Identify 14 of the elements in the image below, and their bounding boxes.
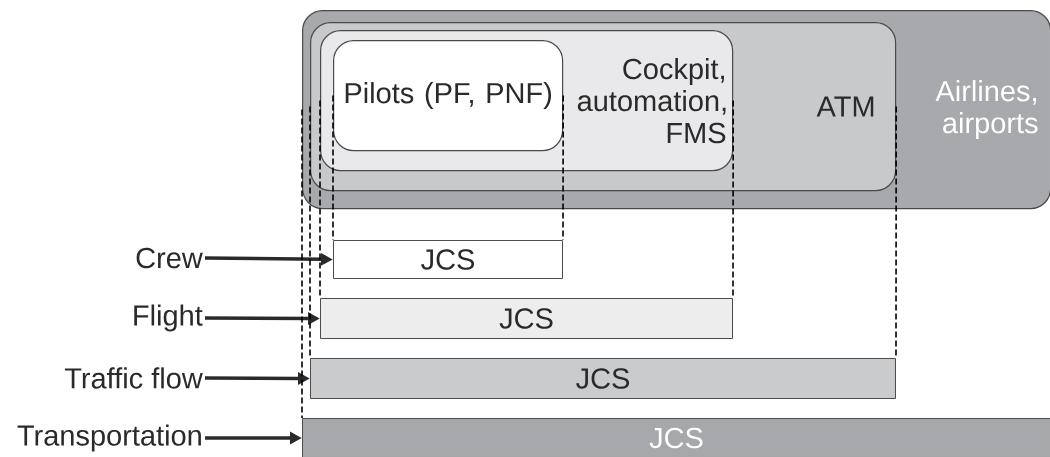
system-box: Pilots (PF, PNF) — [333, 40, 564, 152]
jcs-bar: JCS — [333, 240, 563, 279]
level-label: Traffic flow — [64, 367, 203, 389]
projection-line — [732, 99, 734, 299]
projection-line — [319, 99, 321, 299]
level-label: Flight — [134, 304, 203, 332]
jcs-bar: JCS — [320, 298, 733, 339]
level-label: Crew — [136, 247, 203, 269]
jcs-bar: JCS — [302, 418, 1050, 457]
jcs-bar: JCS — [310, 358, 896, 399]
projection-line — [301, 108, 303, 419]
projection-line — [895, 105, 897, 359]
level-label: Transportation — [17, 424, 201, 452]
projection-line — [309, 105, 311, 359]
